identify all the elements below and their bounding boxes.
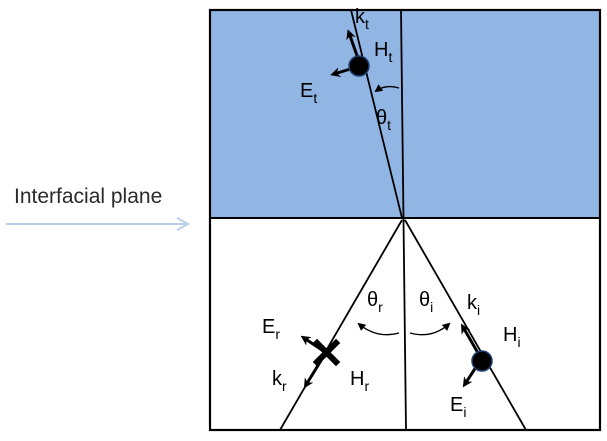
theta-i-angle-arrow [409,322,451,336]
h-i-label: Hi [503,324,521,350]
theta-i-label: θi [419,289,433,315]
h-t-dot-icon [348,55,370,77]
theta-t-label: θt [376,107,391,133]
theta-t-angle-arrow [374,84,400,93]
reflected-ray [279,219,403,431]
k-i-label: ki [467,292,480,318]
e-t-label: Et [300,80,317,106]
k-t-label: kt [355,6,369,32]
e-i-label: Ei [450,394,466,420]
k-i-vector [461,323,480,354]
h-r-cross-icon [312,338,341,367]
h-r-label: Hr [350,368,369,394]
normal-line [400,9,407,431]
theta-r-angle-arrow [357,322,400,336]
e-r-label: Er [262,316,280,342]
h-i-dot-icon [471,350,493,372]
interfacial-plane-arrowhead [176,217,191,231]
theta-r-label: θr [367,289,383,315]
k-r-label: kr [272,368,287,394]
diagram-frame [208,8,602,432]
interfacial-plane-label: Interfacial plane [14,185,162,208]
upper-medium [210,10,600,218]
h-t-label: Ht [374,39,392,65]
transmitted-ray [350,9,403,219]
